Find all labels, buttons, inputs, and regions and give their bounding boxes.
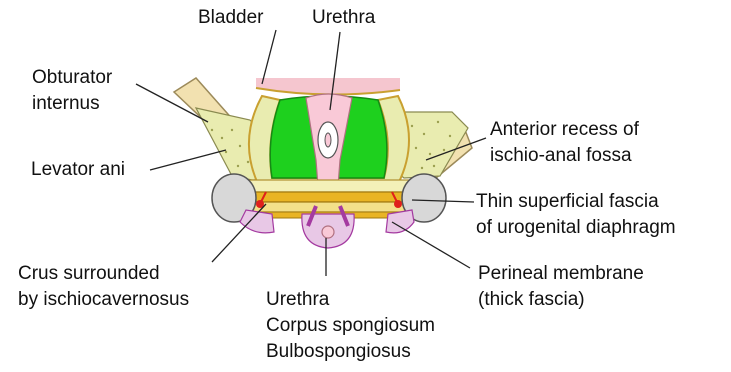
thin-fascia-label-1: Thin superficial fascia — [476, 190, 659, 213]
corpus-spongiosum-label: Corpus spongiosum — [266, 314, 435, 337]
levator-ani-label: Levator ani — [31, 158, 125, 181]
urethra-top-label: Urethra — [312, 6, 375, 29]
thin-fascia-label-2: of urogenital diaphragm — [476, 216, 676, 239]
bulbospongiosus-label: Bulbospongiosus — [266, 340, 411, 363]
obturator-internus-label-2: internus — [32, 92, 100, 115]
bladder-label: Bladder — [198, 6, 264, 29]
urethra-bottom-label: Urethra — [266, 288, 329, 311]
perineal-membrane — [246, 180, 414, 218]
perineal-membrane-label-1: Perineal membrane — [478, 262, 644, 285]
anterior-recess-label-1: Anterior recess of — [490, 118, 639, 141]
obturator-internus-label-1: Obturator — [32, 66, 112, 89]
crus-label-1: Crus surrounded — [18, 262, 160, 285]
bladder — [256, 78, 400, 95]
anterior-recess-label-2: ischio-anal fossa — [490, 144, 632, 167]
crus-label-2: by ischiocavernosus — [18, 288, 189, 311]
perineal-membrane-label-2: (thick fascia) — [478, 288, 585, 311]
